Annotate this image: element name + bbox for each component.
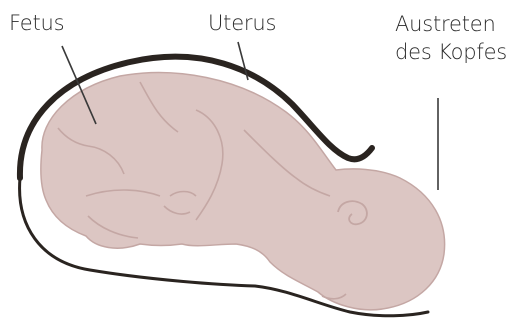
- head-label-line2: des Kopfes: [395, 38, 507, 66]
- fetus-label: Fetus: [9, 10, 64, 36]
- fetus-body: [41, 73, 445, 310]
- head-emergence-label: Austreten des Kopfes: [395, 10, 507, 66]
- head-label-line1: Austreten: [395, 10, 507, 38]
- uterus-label: Uterus: [208, 10, 276, 36]
- uterus-leader-line: [238, 42, 248, 80]
